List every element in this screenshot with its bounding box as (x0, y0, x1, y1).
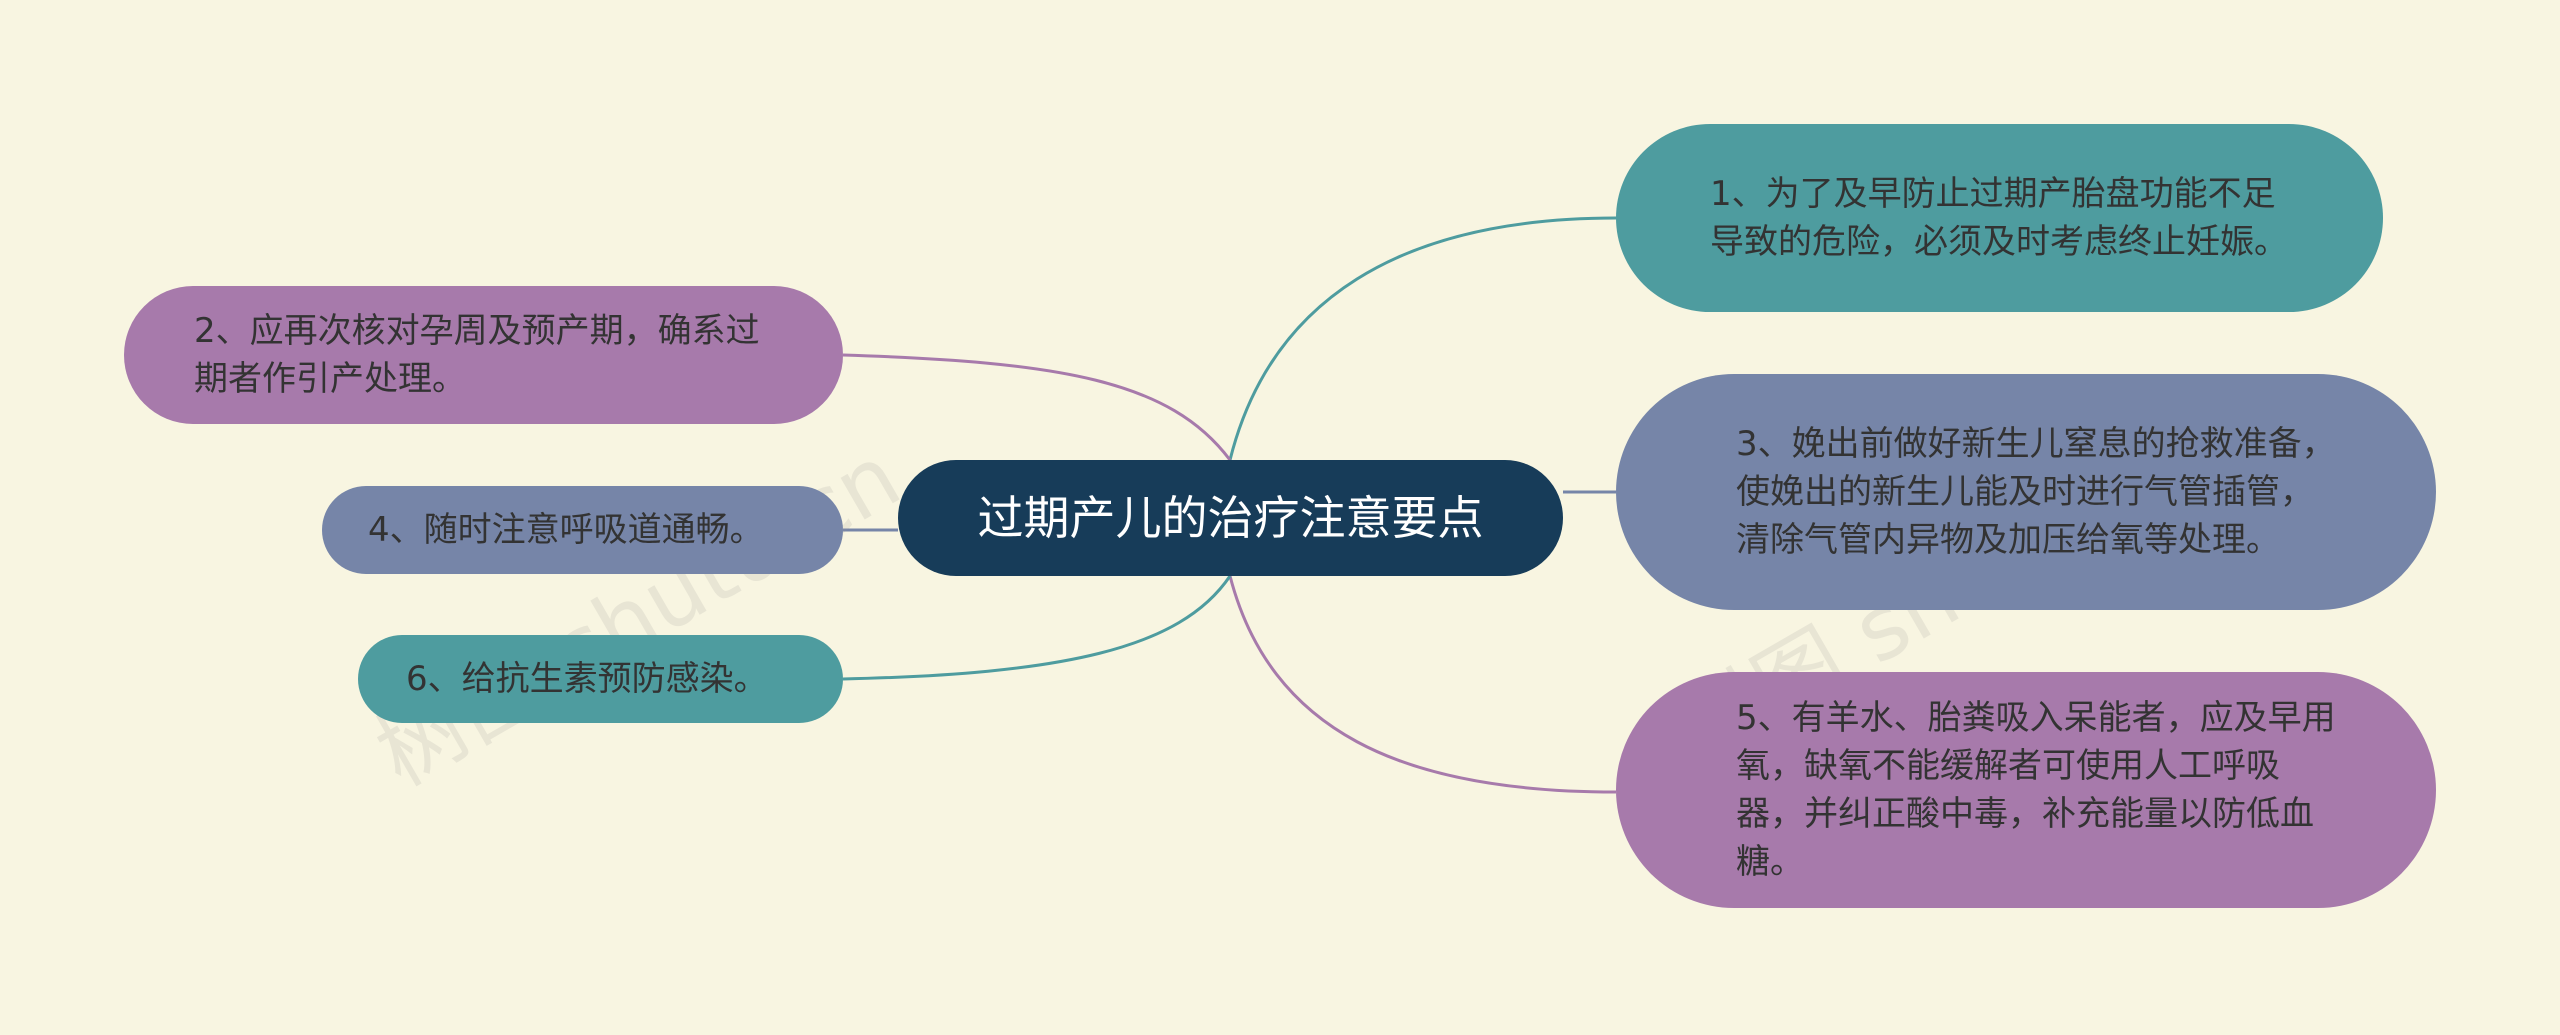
central-topic[interactable]: 过期产儿的治疗注意要点 (898, 460, 1563, 576)
topic-node-3-text: 3、娩出前做好新生儿窒息的抢救准备，使娩出的新生儿能及时进行气管插管，清除气管内… (1736, 424, 2336, 560)
connector-n2 (842, 353, 1232, 461)
connector-n5 (1228, 575, 1617, 794)
topic-node-5-text: 5、有羊水、胎粪吸入呆能者，应及早用氧，缺氧不能缓解者可使用人工呼吸器，并纠正酸… (1736, 698, 2336, 882)
topic-node-5[interactable]: 5、有羊水、胎粪吸入呆能者，应及早用氧，缺氧不能缓解者可使用人工呼吸器，并纠正酸… (1616, 672, 2436, 908)
topic-node-1[interactable]: 1、为了及早防止过期产胎盘功能不足导致的危险，必须及时考虑终止妊娠。 (1616, 124, 2383, 312)
topic-node-4-text: 4、随时注意呼吸道通畅。 (368, 510, 764, 550)
connector-n6 (842, 575, 1232, 681)
topic-node-6[interactable]: 6、给抗生素预防感染。 (358, 635, 843, 723)
topic-node-3[interactable]: 3、娩出前做好新生儿窒息的抢救准备，使娩出的新生儿能及时进行气管插管，清除气管内… (1616, 374, 2436, 610)
topic-node-2-text: 2、应再次核对孕周及预产期，确系过期者作引产处理。 (194, 311, 760, 399)
topic-node-1-text: 1、为了及早防止过期产胎盘功能不足导致的危险，必须及时考虑终止妊娠。 (1710, 174, 2288, 262)
connector-n1 (1228, 216, 1617, 461)
topic-node-4[interactable]: 4、随时注意呼吸道通畅。 (322, 486, 843, 574)
topic-node-6-text: 6、给抗生素预防感染。 (406, 659, 768, 699)
topic-node-2[interactable]: 2、应再次核对孕周及预产期，确系过期者作引产处理。 (124, 286, 843, 424)
central-topic-label: 过期产儿的治疗注意要点 (977, 491, 1484, 545)
